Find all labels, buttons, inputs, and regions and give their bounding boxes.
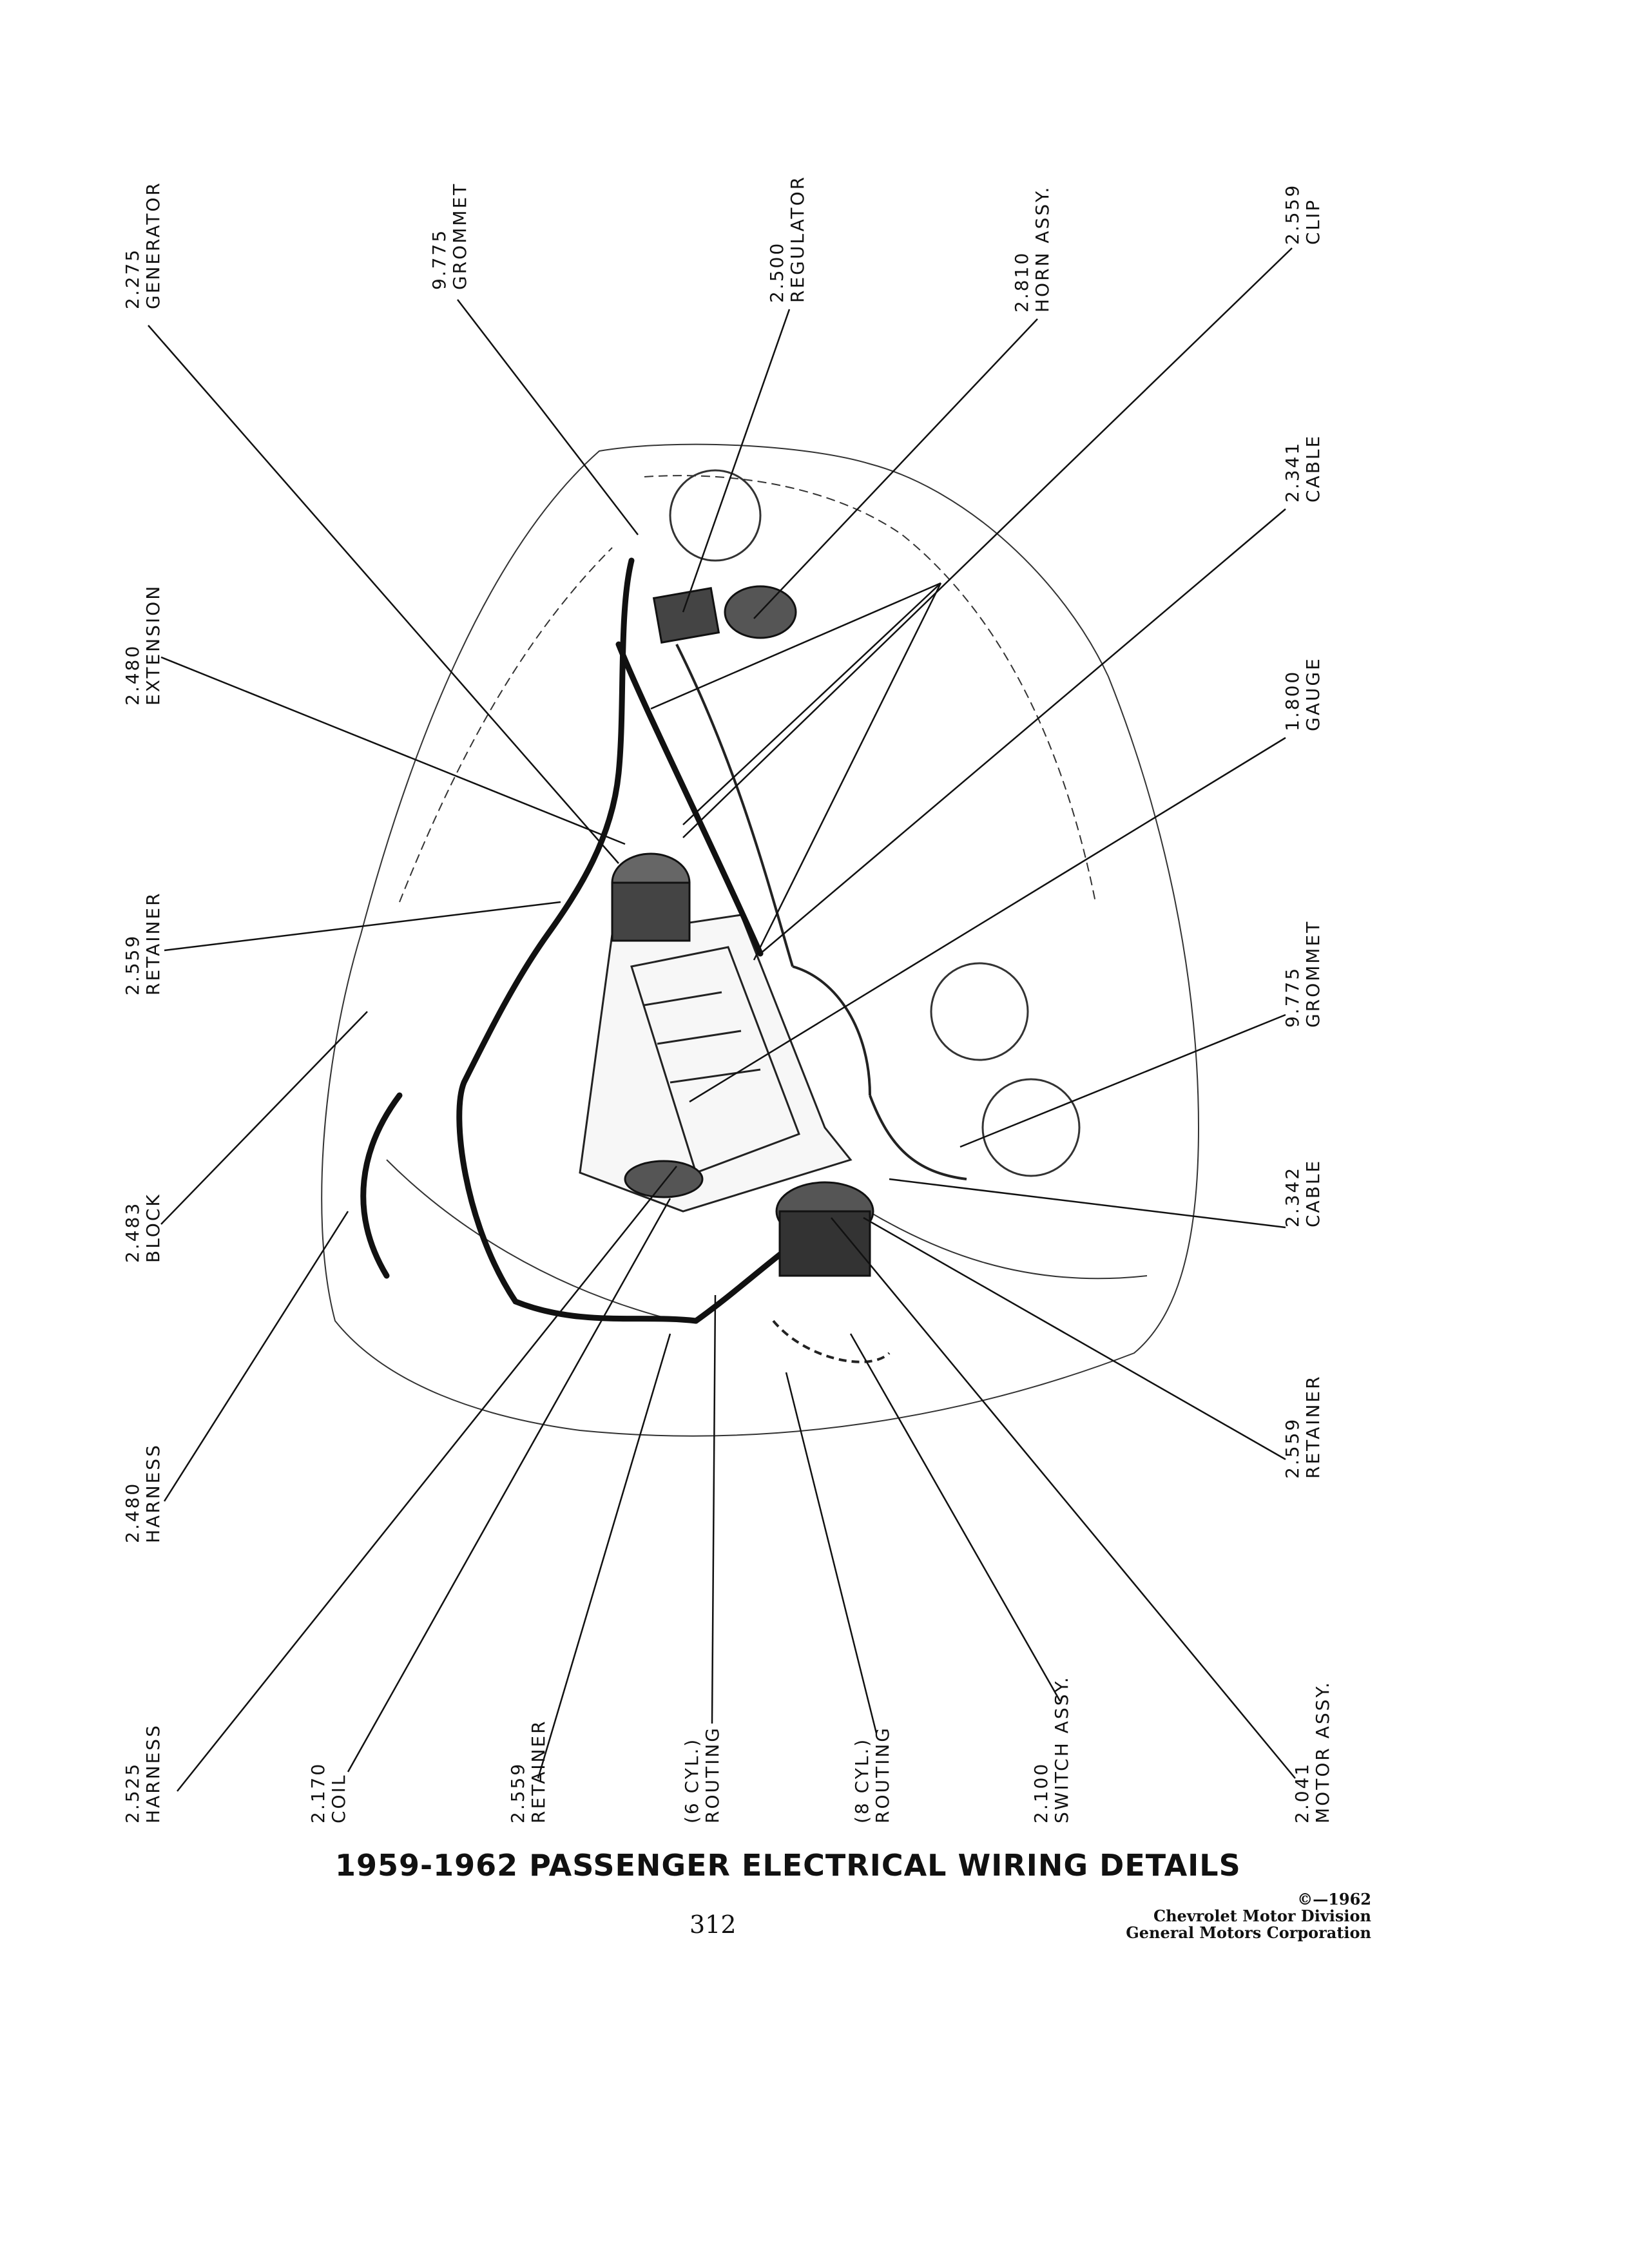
- page-title: 1959-1962 PASSENGER ELECTRICAL WIRING DE…: [335, 1848, 1241, 1883]
- leader-line-generator: [148, 325, 619, 864]
- leader-line-cable-2341: [760, 508, 1286, 954]
- leader-line-clip-4: [753, 582, 942, 961]
- leader-line-grommet-top: [457, 299, 639, 535]
- engine-block: [579, 914, 853, 1213]
- leader-line-horn: [753, 318, 1038, 619]
- leader-line-cable-2342: [889, 1178, 1286, 1229]
- wiring-harness: [360, 557, 841, 1324]
- page-number: 312: [689, 1910, 737, 1939]
- leader-line-retainer-left: [164, 901, 561, 952]
- leader-line-coil: [347, 1198, 671, 1773]
- regulator-and-horn: [652, 585, 797, 644]
- corporation-line: General Motors Corporation: [1126, 1923, 1371, 1942]
- leader-line-routing-8: [785, 1372, 878, 1734]
- leader-line-switch: [849, 1333, 1061, 1702]
- leader-line-clip-3: [682, 582, 941, 825]
- leader-line-block: [160, 1011, 368, 1225]
- headlamp-buckets: [669, 469, 1081, 1177]
- car-body-outline: [321, 443, 1200, 1437]
- leader-line-clip: [682, 247, 1293, 838]
- leader-line-motor: [831, 1217, 1296, 1779]
- leader-line-harness-2480: [163, 1211, 349, 1502]
- publisher-line: Chevrolet Motor Division: [1153, 1907, 1371, 1925]
- leader-line-retainer-right: [863, 1216, 1286, 1461]
- leader-line-regulator: [682, 309, 791, 613]
- generator-unit: [611, 852, 691, 942]
- copyright-block: ©—1962 Chevrolet Motor Division General …: [985, 1891, 1371, 1941]
- leader-line-extension: [160, 656, 626, 845]
- leader-line-gauge: [689, 736, 1286, 1103]
- label-routing-6cyl: (6 CYL.)ROUTING: [681, 1726, 723, 1823]
- secondary-wires: [675, 644, 967, 1363]
- leader-lines: [148, 247, 1296, 1792]
- motor-unit: [775, 1181, 874, 1277]
- leader-line-clip-2: [650, 582, 941, 710]
- leader-line-grommet-right: [959, 1014, 1286, 1148]
- leader-line-harness-2525: [177, 1166, 677, 1792]
- coil-unit: [624, 1160, 704, 1198]
- label-routing-8cyl: (8 CYL.)ROUTING: [851, 1726, 893, 1823]
- leader-line-routing-6: [711, 1294, 717, 1724]
- copyright-line: ©—1962: [1297, 1890, 1371, 1908]
- leader-line-retainer-bottom: [537, 1333, 671, 1779]
